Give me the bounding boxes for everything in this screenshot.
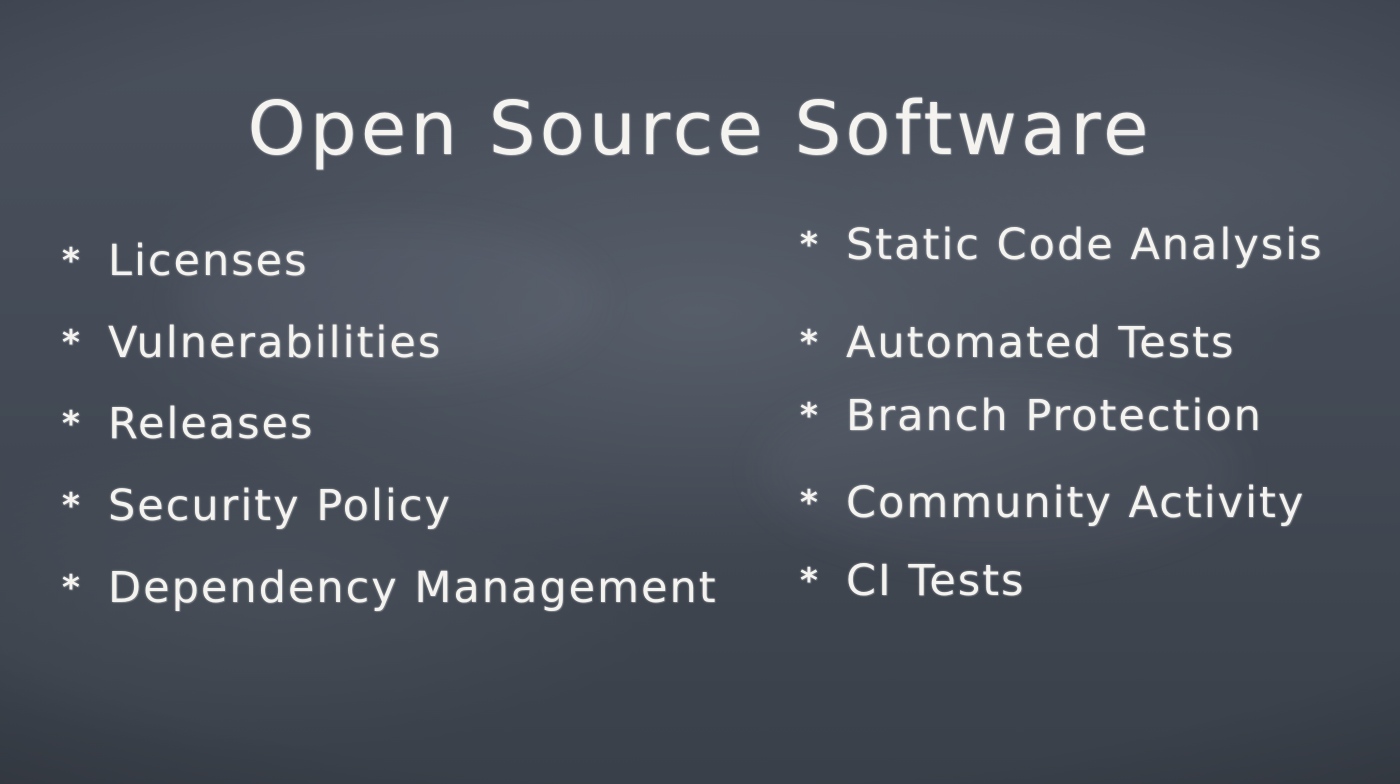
asterisk-bullet-icon: * (62, 404, 82, 444)
list-item-label: Vulnerabilities (108, 318, 443, 368)
list-item-dependency-management: * Dependency Management (62, 563, 718, 613)
list-item-label: Releases (108, 399, 315, 449)
asterisk-bullet-icon: * (800, 323, 820, 363)
list-item-licenses: * Licenses (62, 236, 309, 286)
list-item-static-code-analysis: * Static Code Analysis (800, 220, 1324, 270)
asterisk-bullet-icon: * (62, 323, 82, 363)
list-item-security-policy: * Security Policy (62, 481, 452, 531)
asterisk-bullet-icon: * (800, 225, 820, 265)
slide-title: Open Source Software (247, 86, 1153, 172)
chalk-smudge (180, 220, 600, 380)
list-item-label: Community Activity (846, 478, 1306, 528)
asterisk-bullet-icon: * (800, 483, 820, 523)
list-item-releases: * Releases (62, 399, 314, 449)
asterisk-bullet-icon: * (62, 486, 82, 526)
list-item-community-activity: * Community Activity (800, 478, 1305, 528)
list-item-label: Licenses (108, 236, 309, 286)
list-item-label: Security Policy (108, 481, 452, 531)
list-item-branch-protection: * Branch Protection (800, 391, 1263, 441)
asterisk-bullet-icon: * (62, 241, 82, 281)
list-item-vulnerabilities: * Vulnerabilities (62, 318, 442, 368)
list-item-label: Dependency Management (108, 563, 718, 613)
list-item-label: CI Tests (846, 556, 1026, 606)
asterisk-bullet-icon: * (62, 568, 82, 608)
chalk-smudge (760, 380, 1240, 560)
list-item-label: Static Code Analysis (846, 220, 1324, 270)
list-item-automated-tests: * Automated Tests (800, 318, 1235, 368)
list-item-label: Branch Protection (846, 391, 1263, 441)
asterisk-bullet-icon: * (800, 396, 820, 436)
list-item-ci-tests: * CI Tests (800, 556, 1025, 606)
list-item-label: Automated Tests (846, 318, 1236, 368)
asterisk-bullet-icon: * (800, 561, 820, 601)
